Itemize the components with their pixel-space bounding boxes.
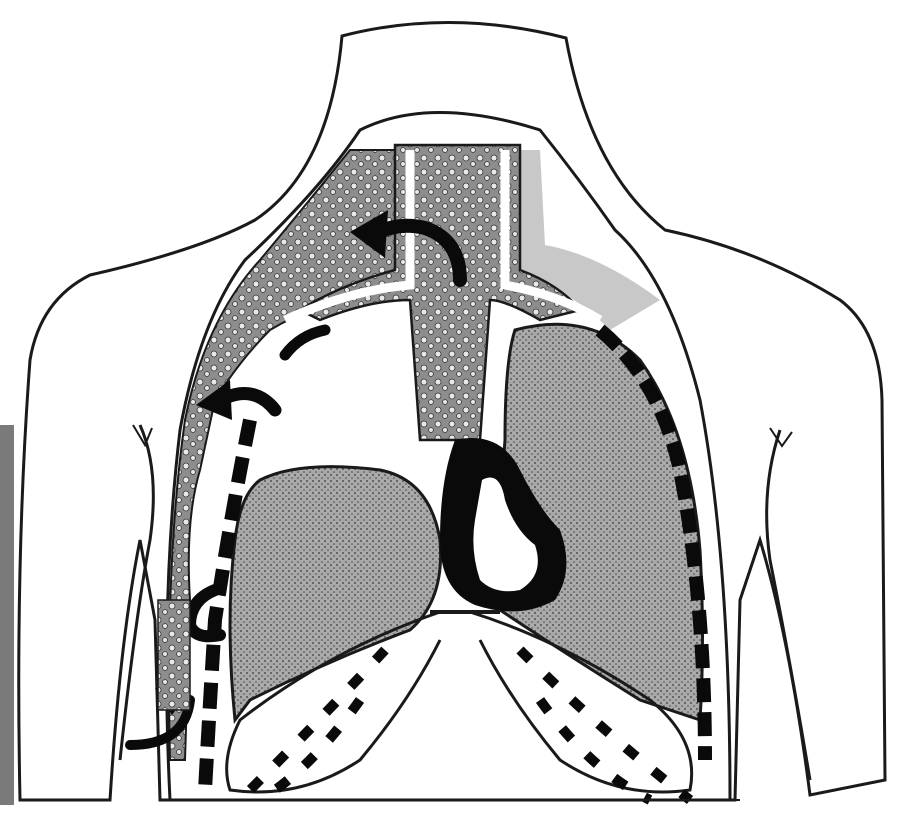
- edge-photo-strip: [0, 425, 14, 805]
- left-lower-bubble-patch: [158, 600, 190, 710]
